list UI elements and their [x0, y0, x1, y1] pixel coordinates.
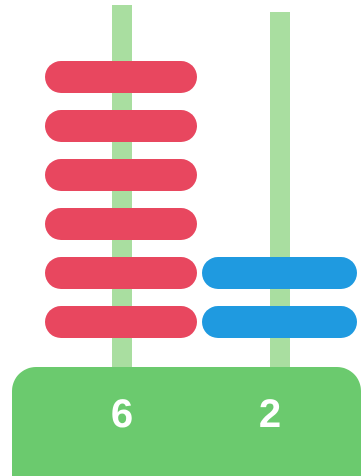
tens-bead [45, 110, 197, 142]
tens-bead [45, 257, 197, 289]
ones-digit-label: 2 [240, 390, 300, 438]
tens-bead [45, 306, 197, 338]
tens-bead [45, 61, 197, 93]
tens-digit-label: 6 [92, 390, 152, 438]
abacus-base [12, 367, 361, 476]
tens-bead [45, 159, 197, 191]
tens-bead [45, 208, 197, 240]
ones-bead [202, 257, 357, 289]
ones-bead [202, 306, 357, 338]
